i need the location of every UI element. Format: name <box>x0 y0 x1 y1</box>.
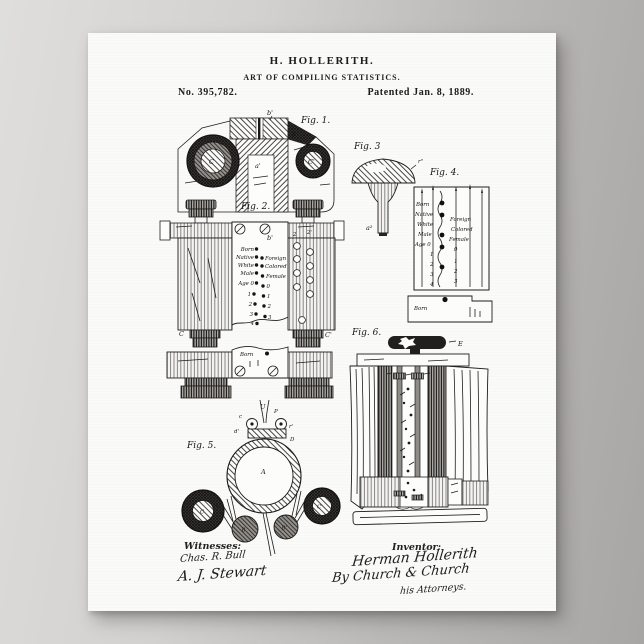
fig2-born-label: Born <box>239 352 254 358</box>
fig4-row-label: 0 <box>454 247 458 253</box>
fig4-row-label: 1 <box>430 252 433 258</box>
fig1-part-c: C <box>209 158 214 166</box>
fig5-part-d: D <box>289 437 295 443</box>
patent-poster: H. HOLLERITH. ART OF COMPILING STATISTIC… <box>88 33 556 611</box>
fig3-part-a2: a² <box>366 224 373 232</box>
fig4-born-label: Born <box>413 306 428 312</box>
fig2-row-label: Age 0 <box>237 281 254 287</box>
figure-2-press-elevation: Fig. 2. <box>160 200 344 411</box>
fig5-part-c2: C' <box>317 505 323 511</box>
fig5-part-a: A <box>260 468 266 476</box>
fig4-row-label: Born <box>415 202 430 208</box>
fig2-drum-right: 2 2' <box>288 230 335 330</box>
fig2-row-label: Male <box>239 271 254 277</box>
fig5-part-d1: d' <box>234 429 239 435</box>
fig3-part-r2: r'' <box>418 159 424 165</box>
fig2-row-label: White <box>238 263 254 269</box>
fig5-part-cc: c <box>239 414 242 420</box>
fig4-row-label: 4 <box>429 282 434 288</box>
fig2-top-knob-left <box>186 200 216 223</box>
fig4-row-label: Native <box>414 212 433 218</box>
fig2-part-2a: 2 <box>292 232 297 238</box>
fig2-row-label: 4 <box>250 321 255 327</box>
figure-6-press: Fig. 6. E <box>350 328 488 525</box>
fig4-row-label: Female <box>448 237 469 243</box>
fig2-top-knob-right <box>293 200 323 223</box>
fig4-row-label: 2 <box>453 269 458 275</box>
fig5-part-p: P <box>273 409 278 415</box>
fig1-part-p: P <box>291 131 297 139</box>
fig5-part-r1: r' <box>289 424 293 430</box>
fig2-row-label: Colored <box>265 264 287 270</box>
fig2-row-label: Native <box>235 255 254 261</box>
fig2-part-c2: C' <box>325 331 332 339</box>
fig2-part-c: C <box>179 330 184 338</box>
fig2-row-label: 3 <box>250 312 254 318</box>
fig4-row-label: Age 0 <box>414 242 431 248</box>
fig5-part-b2: B' <box>281 526 287 532</box>
figure-3-plunger: Fig. 3 r'' a² <box>352 142 424 236</box>
fig2-row-label: 3 <box>268 315 272 321</box>
fig1-part-c2: C' <box>308 158 315 166</box>
fig4-row-label: Colored <box>451 227 473 233</box>
fig2-row-label: 2 <box>248 302 253 308</box>
fig4-row-label: Male <box>417 232 432 238</box>
fig2-bottom-card-box: Born <box>232 346 288 378</box>
fig2-schedule-plate: b' Born Native White Male Age 0 1 2 3 4 <box>232 222 288 327</box>
fig2-row-label: 1 <box>267 294 270 300</box>
fig4-row-label: Foreign <box>449 217 472 223</box>
fig1-label: Fig. 1. <box>300 116 330 126</box>
fig2-row-label: 0 <box>267 284 271 290</box>
fig6-label: Fig. 6. <box>351 328 381 338</box>
figure-5-band-diagram: Fig. 5. c P d' r' D A C C' B B' <box>182 400 340 556</box>
fig2-row-label: Female <box>265 274 286 280</box>
fig6-t-handle <box>388 336 446 349</box>
patent-drawing: a' C C' Fig. 1. b' P Fig. 2. <box>88 33 556 611</box>
figure-4-pin-box: Fig. 4. Born Native White Male Age 0 1 2… <box>408 168 492 322</box>
fig4-row-label: White <box>417 222 433 228</box>
fig4-card-below: Born <box>408 296 492 322</box>
fig2-part-b1: b' <box>267 234 273 242</box>
fig2-row-label: Foreign <box>264 256 287 262</box>
fig2-drum-left <box>178 238 232 330</box>
fig6-lower-band <box>360 477 488 507</box>
fig2-part-2b: 2' <box>306 230 312 236</box>
fig5-label: Fig. 5. <box>186 441 216 451</box>
fig4-row-label: 3 <box>430 272 434 278</box>
fig2-row-label: Born <box>240 247 255 253</box>
fig1-part-a1: a' <box>255 162 261 170</box>
fig4-label: Fig. 4. <box>429 168 459 178</box>
fig2-row-label: 1 <box>248 292 251 298</box>
fig4-row-label: 2 <box>429 262 434 268</box>
fig4-row-label: 1 <box>454 259 457 265</box>
fig4-row-label: 3 <box>454 279 458 285</box>
fig2-label: Fig. 2. <box>240 202 270 212</box>
fig5-part-b: B <box>241 528 246 534</box>
fig6-base-plate <box>353 508 487 525</box>
fig6-part-e: E <box>457 340 463 348</box>
fig1-part-b1: b' <box>267 109 273 117</box>
fig3-label: Fig. 3 <box>353 142 381 152</box>
fig2-row-label: 2 <box>267 304 272 310</box>
figure-1-plan-view: a' C C' Fig. 1. b' P <box>178 109 334 212</box>
